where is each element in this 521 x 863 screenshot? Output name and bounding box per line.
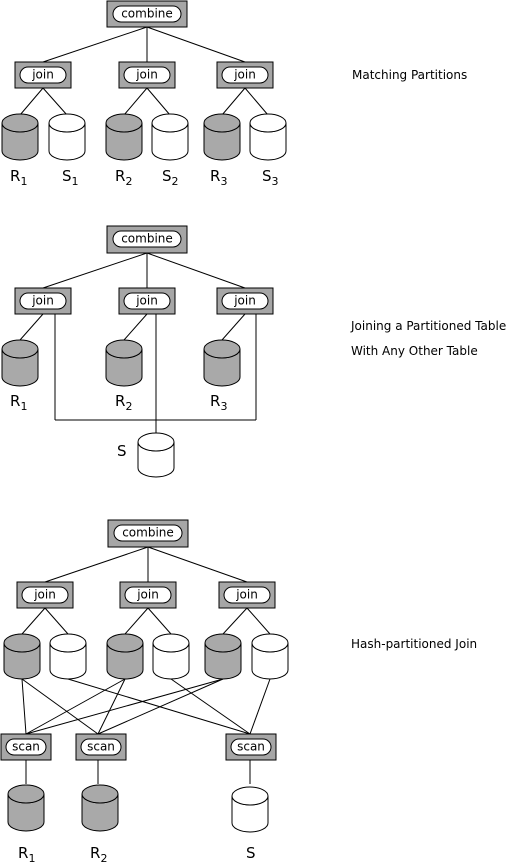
table-cylinder-shaded [3, 633, 41, 680]
table-label: R3 [210, 167, 227, 188]
join-label: join [136, 588, 159, 602]
table-cylinder [49, 633, 87, 680]
scan-node: scan [75, 733, 127, 761]
table-label: R1 [10, 392, 27, 413]
table-cylinder [231, 786, 269, 833]
combine-node: combine [106, 225, 188, 254]
scan-node: scan [225, 733, 277, 761]
diagram-partitioned-any-table: combine join join join [1, 225, 506, 478]
table-cylinder-shaded [203, 113, 241, 161]
join-node: join [118, 287, 176, 315]
table-cylinder-shaded [105, 339, 143, 387]
join-node: join [14, 61, 72, 89]
table-cylinder [251, 633, 289, 680]
table-label: R1 [18, 844, 35, 863]
table-cylinder-shaded [81, 784, 119, 832]
combine-label: combine [121, 232, 173, 246]
diagram-caption: Hash-partitioned Join [351, 637, 477, 651]
table-cylinder-shaded [203, 339, 241, 387]
join-node: join [16, 581, 74, 609]
table-label: S [117, 442, 127, 460]
diagram-hash-partitioned-join: combine join join join [0, 519, 477, 863]
join-label: join [31, 68, 54, 82]
table-label: R2 [115, 167, 132, 188]
combine-node: combine [106, 0, 188, 28]
join-node: join [119, 581, 177, 609]
combine-label: combine [122, 526, 174, 540]
edges [19, 26, 269, 116]
join-node: join [14, 287, 72, 315]
table-cylinder [137, 432, 175, 478]
scan-label: scan [12, 740, 40, 754]
table-cylinder [48, 113, 86, 161]
diagram-caption: Matching Partitions [352, 68, 467, 82]
diagram-caption: Joining a Partitioned Table [350, 319, 506, 333]
table-label: R2 [90, 844, 107, 863]
join-label: join [33, 588, 56, 602]
scan-node: scan [0, 733, 52, 761]
scan-label: scan [237, 740, 265, 754]
edges [19, 252, 257, 434]
join-node: join [216, 61, 274, 89]
join-label: join [233, 294, 256, 308]
table-cylinder [151, 113, 189, 161]
join-label: join [235, 588, 258, 602]
join-label: join [233, 68, 256, 82]
table-cylinder-shaded [1, 113, 39, 161]
table-label: S1 [62, 167, 79, 188]
table-cylinder [249, 113, 287, 161]
table-cylinder-shaded [105, 113, 143, 161]
scan-label: scan [87, 740, 115, 754]
combine-label: combine [121, 7, 173, 21]
table-label: R3 [210, 392, 227, 413]
combine-node: combine [107, 519, 189, 548]
table-cylinder [152, 633, 190, 680]
diagram-matching-partitions: combine join join join [1, 0, 467, 188]
table-label: S2 [162, 167, 179, 188]
table-label: S [246, 844, 256, 862]
table-label: R1 [10, 167, 27, 188]
table-cylinder-shaded [1, 339, 39, 387]
table-label: S3 [262, 167, 279, 188]
diagram-caption: With Any Other Table [351, 344, 478, 358]
table-cylinder-shaded [7, 784, 45, 832]
join-node: join [118, 61, 176, 89]
join-node: join [216, 287, 274, 315]
join-label: join [135, 68, 158, 82]
join-node: join [218, 581, 276, 609]
edges [21, 546, 271, 784]
table-cylinder-shaded [106, 633, 144, 680]
join-label: join [31, 294, 54, 308]
table-cylinder-shaded [204, 633, 242, 680]
join-label: join [135, 294, 158, 308]
table-label: R2 [115, 392, 132, 413]
